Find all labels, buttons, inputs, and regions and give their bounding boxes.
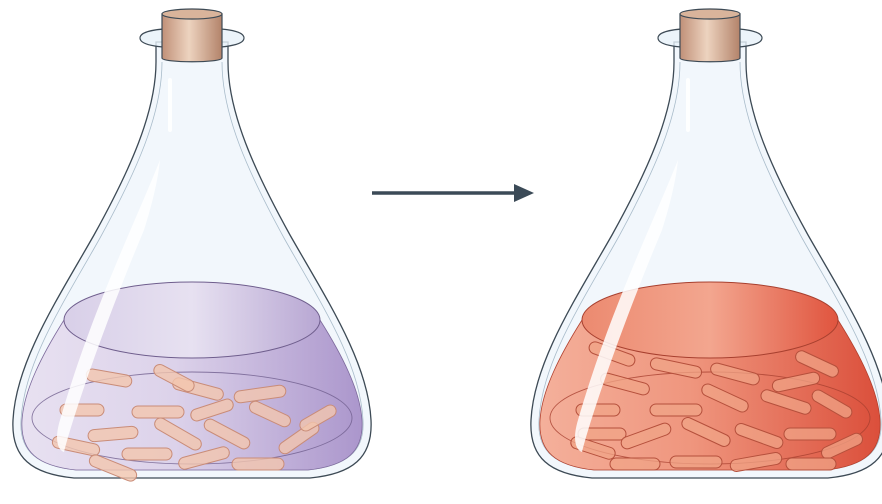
cork <box>680 9 740 62</box>
transition-arrow <box>372 184 534 202</box>
flask-before <box>13 9 371 483</box>
cork <box>162 9 222 62</box>
flask-after <box>531 9 882 478</box>
